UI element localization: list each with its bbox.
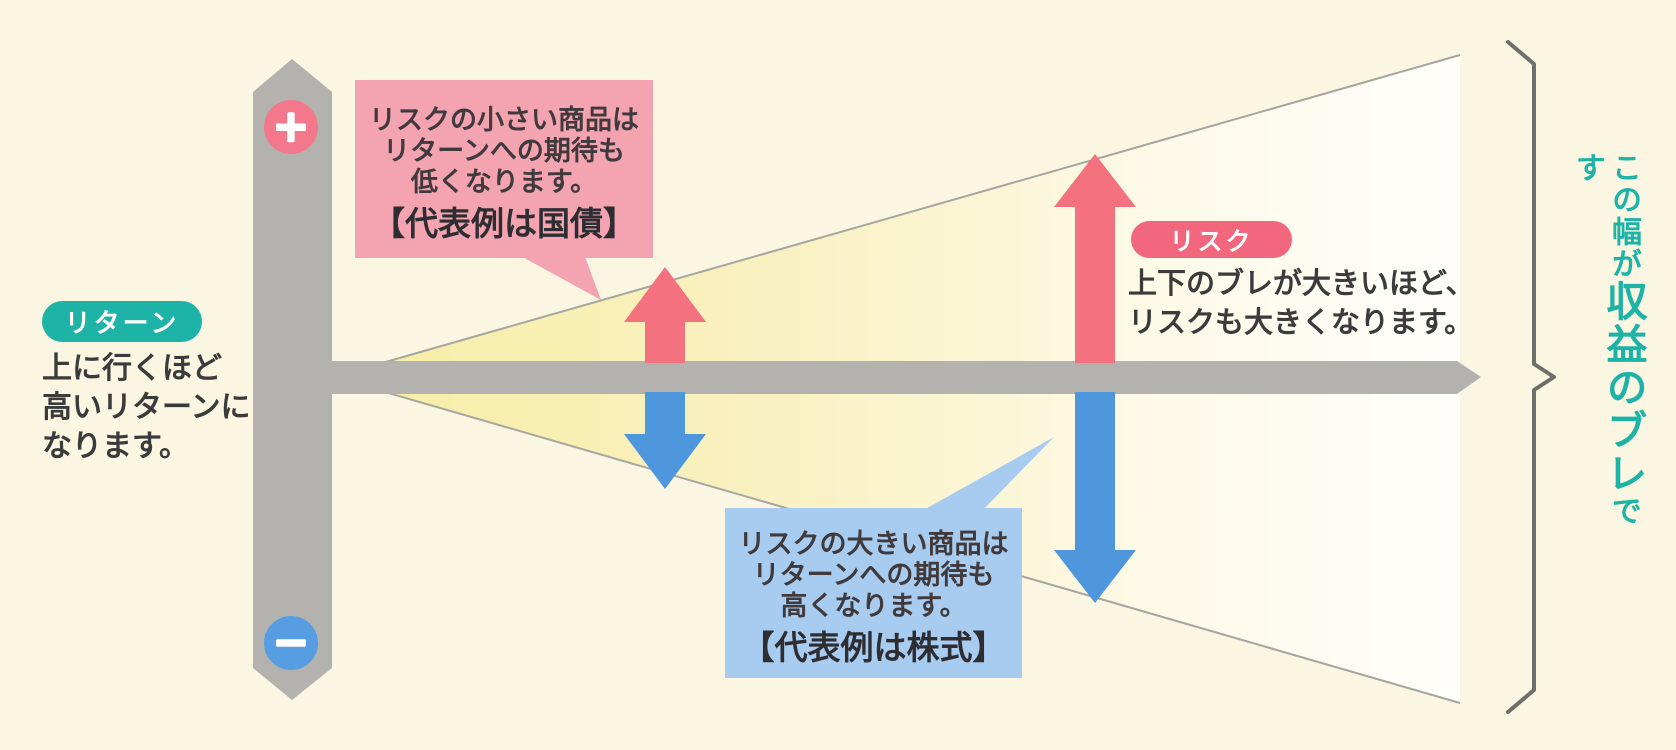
low-risk-callout-example: 【代表例は国債】 <box>372 204 636 243</box>
low-risk-callout-tail <box>517 254 601 300</box>
high-risk-callout: リスクの大きい商品は リターンへの期待も 高くなります。 【代表例は株式】 <box>725 508 1022 678</box>
cone-upper-edge <box>332 54 1461 378</box>
large-up-risk-arrow <box>1054 154 1136 363</box>
risk-badge-label: リスク <box>1169 226 1254 256</box>
range-caption-emphasis: 収益のブレ <box>1599 280 1647 495</box>
return-description-line: 上に行くほど <box>42 351 222 386</box>
minus-icon <box>264 616 318 670</box>
range-brace <box>1506 40 1556 714</box>
high-risk-callout-example: 【代表例は株式】 <box>741 628 1006 667</box>
risk-badge: リスク <box>1131 221 1292 258</box>
risk-description: 上下のブレが大きいほど、 リスクも大きくなります。 <box>1128 264 1475 342</box>
plus-icon <box>264 100 318 154</box>
high-risk-callout-line: 高くなります。 <box>780 591 967 622</box>
high-risk-callout-tail <box>920 437 1054 512</box>
range-caption: この幅が収益のブレです <box>1570 152 1647 552</box>
return-badge-label: リターン <box>64 309 180 339</box>
low-risk-callout: リスクの小さい商品は リターンへの期待も 低くなります。 【代表例は国債】 <box>355 80 653 258</box>
low-risk-callout-line: リスクの小さい商品は <box>369 105 639 136</box>
high-risk-callout-line: リターンへの期待も <box>752 560 995 591</box>
return-description-line: なります。 <box>42 429 189 464</box>
low-risk-callout-line: 低くなります。 <box>410 167 598 198</box>
range-caption-prefix: この幅が <box>1606 152 1641 280</box>
large-down-risk-arrow <box>1054 392 1136 603</box>
return-description: 上に行くほど 高いリターンに なります。 <box>42 349 251 466</box>
low-risk-callout-line: リターンへの期待も <box>383 136 625 167</box>
vertical-axis-bar <box>253 59 332 700</box>
small-down-risk-arrow <box>624 392 706 489</box>
high-risk-callout-line: リスクの大きい商品は <box>738 529 1009 560</box>
risk-description-line: 上下のブレが大きいほど、 <box>1128 266 1475 300</box>
small-up-risk-arrow <box>624 267 706 363</box>
horizontal-axis-bar <box>332 361 1481 394</box>
return-description-line: 高いリターンに <box>42 390 251 425</box>
range-caption-suffix: です <box>1570 152 1641 527</box>
return-badge: リターン <box>42 301 202 342</box>
risk-description-line: リスクも大きくなります。 <box>1128 305 1474 339</box>
